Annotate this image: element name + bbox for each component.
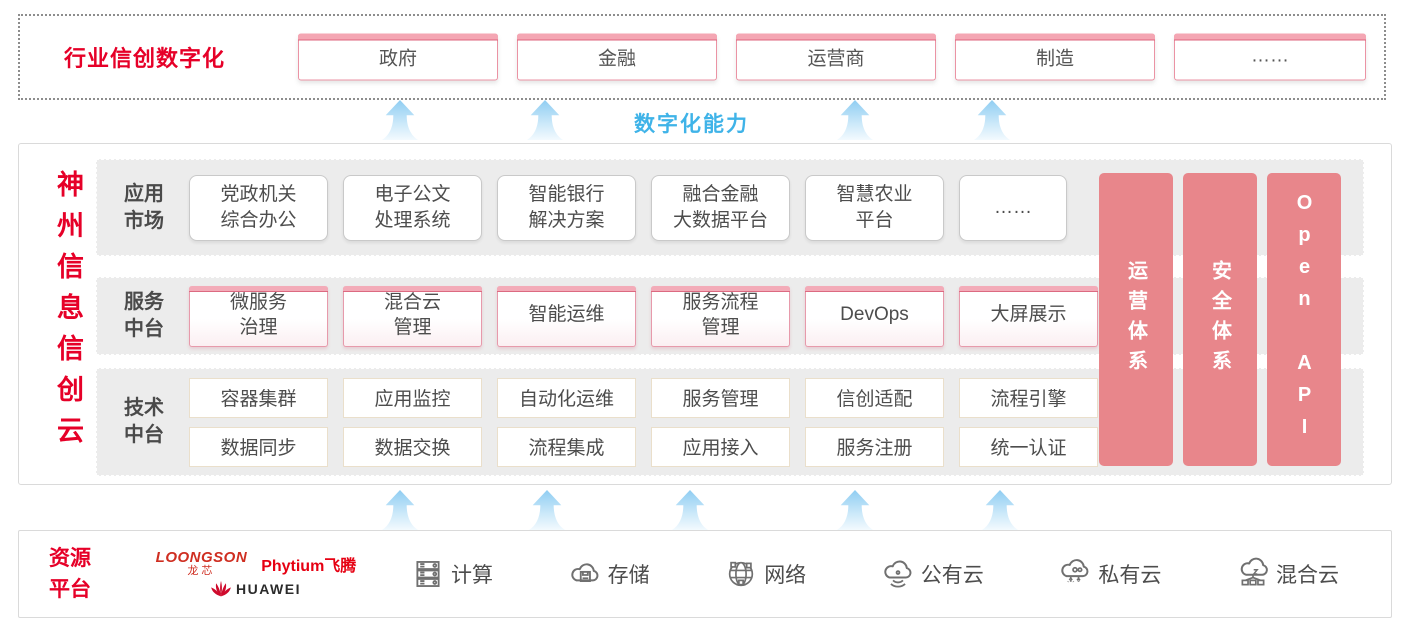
resource-item-storage: 存储: [568, 557, 650, 591]
app-box: 融合金融 大数据平台: [651, 174, 790, 241]
app-market-row: 应用 市场 党政机关 综合办公 电子公文 处理系统 智能银行 解决方案 融合金融…: [96, 159, 1364, 256]
resource-platform: 资源 平台 LOONGSON 龙芯 Phytium飞腾: [18, 530, 1392, 618]
capability-label: 数字化能力: [634, 113, 749, 136]
network-icon: [729, 561, 754, 587]
tech-box: 数据同步: [189, 426, 328, 467]
up-arrow-icon: [672, 489, 708, 531]
row-label-service: 服务 中台: [124, 291, 164, 340]
loongson-logo-text: LOONGSON: [155, 549, 248, 566]
up-arrow-icon: [382, 99, 418, 141]
app-box: 党政机关 综合办公: [189, 174, 328, 241]
up-arrow-icon: [382, 489, 418, 531]
hybrid-cloud-icon: [1240, 557, 1268, 586]
app-box-more: ……: [959, 174, 1067, 241]
tech-boxes: 容器集群 数据同步 应用监控 数据交换 自动化运维 流程集成 服务管理 应用接入…: [189, 377, 1098, 467]
tech-box: 流程引擎: [959, 377, 1098, 418]
resource-label: 网络: [764, 564, 807, 587]
service-box: 服务流程 管理: [651, 285, 790, 347]
industry-banner: 行业信创数字化 政府 金融 运营商 制造 ……: [18, 14, 1386, 100]
resource-item-private-cloud: 私有云: [1058, 557, 1161, 591]
tech-box: 信创适配: [805, 377, 944, 418]
app-box: 电子公文 处理系统: [343, 174, 482, 241]
tech-box: 自动化运维: [497, 377, 636, 418]
pillar-security-system: 安全体系: [1183, 173, 1257, 466]
loongson-logo: LOONGSON 龙芯: [156, 550, 248, 577]
resource-platform-title: 资源 平台: [49, 546, 91, 602]
resource-item-network: 网络: [724, 557, 806, 591]
up-arrow-icon: [837, 489, 873, 531]
resource-label: 存储: [607, 564, 650, 587]
compute-icon: [416, 561, 440, 587]
up-arrow-icon: [837, 99, 873, 141]
app-box: 智慧农业 平台: [805, 174, 944, 241]
tech-box: 服务注册: [805, 426, 944, 467]
up-arrow-icon: [974, 99, 1010, 141]
huawei-logo: HUAWEI: [211, 580, 301, 598]
industry-box-manufacturing: 制造: [955, 33, 1155, 81]
industry-box-government: 政府: [298, 33, 498, 81]
industry-box-operator: 运营商: [736, 33, 936, 81]
service-box: 微服务 治理: [189, 285, 328, 347]
resource-list: 计算 存储 网络: [411, 557, 1339, 591]
tech-box: 服务管理: [651, 377, 790, 418]
resource-label: 混合云: [1275, 564, 1339, 587]
up-arrow-icon: [527, 99, 563, 141]
resource-item-hybrid-cloud: 混合云: [1236, 557, 1339, 591]
tech-box: 容器集群: [189, 377, 328, 418]
tech-box: 数据交换: [343, 426, 482, 467]
industry-box-more: ……: [1174, 33, 1366, 81]
platform-title-vertical: 神州信息信创云: [53, 170, 83, 457]
private-cloud-icon: [1061, 559, 1089, 583]
service-box: 混合云 管理: [343, 285, 482, 347]
public-cloud-icon: [884, 560, 912, 588]
vendor-logos: LOONGSON 龙芯 Phytium飞腾 HUAWEI: [141, 550, 371, 598]
loongson-logo-cn: 龙芯: [187, 565, 216, 577]
industry-list: 政府 金融 运营商 制造 ……: [298, 33, 1366, 81]
huawei-flower-icon: [211, 580, 231, 597]
pillar-operation-system: 运营体系: [1099, 173, 1173, 466]
tech-box: 流程集成: [497, 426, 636, 467]
row-label-tech: 技术 中台: [124, 397, 164, 446]
phytium-logo: Phytium飞腾: [261, 558, 357, 575]
tech-box: 统一认证: [959, 426, 1098, 467]
pillar-open-api: Open API: [1267, 173, 1341, 466]
app-market-boxes: 党政机关 综合办公 电子公文 处理系统 智能银行 解决方案 融合金融 大数据平台…: [189, 174, 1067, 241]
service-box: DevOps: [805, 285, 944, 347]
platform-container: 神州信息信创云 应用 市场 党政机关 综合办公 电子公文 处理系统 智能银行 解…: [18, 143, 1392, 485]
resource-item-compute: 计算: [411, 557, 493, 591]
resource-label: 计算: [451, 564, 493, 587]
service-boxes: 微服务 治理 混合云 管理 智能运维 服务流程 管理 DevOps 大屏展示: [189, 285, 1098, 347]
service-box: 智能运维: [497, 285, 636, 347]
app-box: 智能银行 解决方案: [497, 174, 636, 241]
service-middle-row: 服务 中台 微服务 治理 混合云 管理 智能运维 服务流程 管理 DevOps …: [96, 277, 1364, 355]
resource-item-public-cloud: 公有云: [881, 557, 984, 591]
tech-middle-row: 技术 中台 容器集群 数据同步 应用监控 数据交换 自动化运维 流程集成 服务管…: [96, 368, 1364, 476]
industry-box-finance: 金融: [517, 33, 717, 81]
tech-box: 应用监控: [343, 377, 482, 418]
industry-banner-title: 行业信创数字化: [64, 46, 226, 71]
resource-label: 私有云: [1098, 564, 1162, 587]
resource-label: 公有云: [920, 564, 984, 587]
tech-box: 应用接入: [651, 426, 790, 467]
service-box: 大屏展示: [959, 285, 1098, 347]
row-label-app-market: 应用 市场: [124, 182, 164, 232]
storage-icon: [570, 563, 599, 583]
up-arrow-icon: [982, 489, 1018, 531]
huawei-logo-text: HUAWEI: [236, 581, 301, 597]
up-arrow-icon: [529, 489, 565, 531]
